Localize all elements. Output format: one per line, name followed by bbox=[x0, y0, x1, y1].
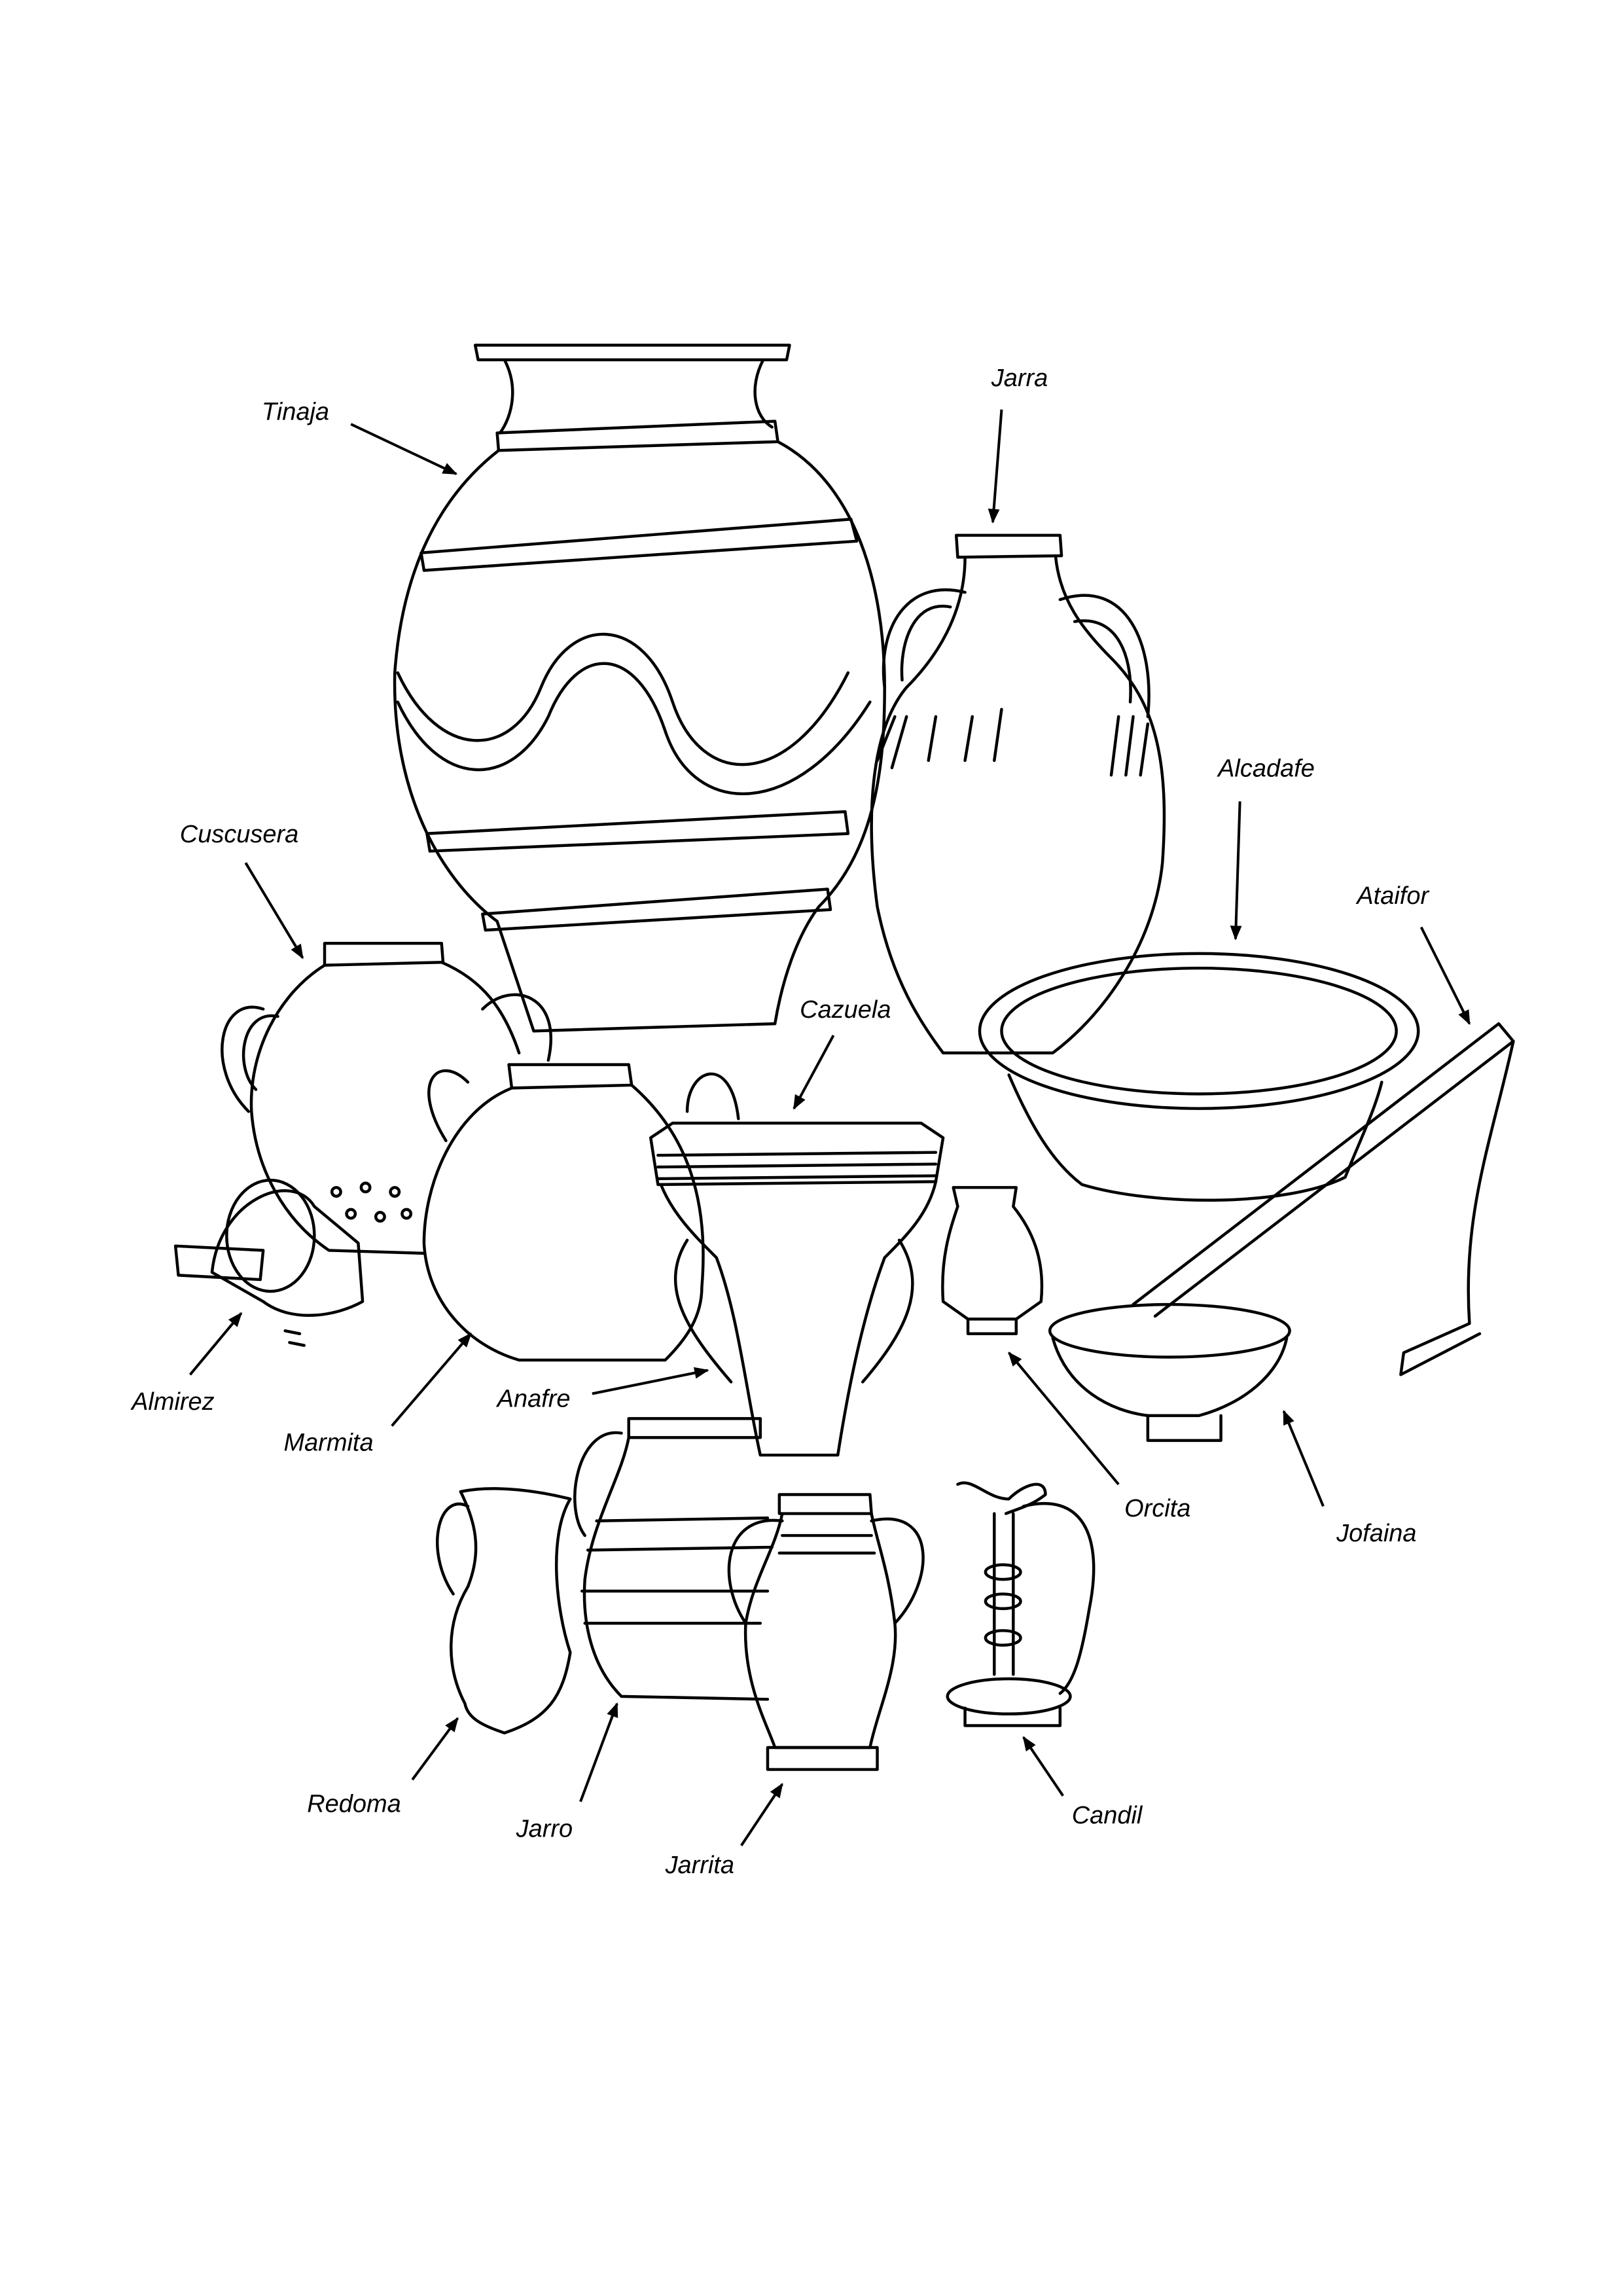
arrow-candil bbox=[1022, 1736, 1064, 1797]
cazuela-anafre-drawing bbox=[649, 1121, 945, 1457]
label-candil: Candil bbox=[1072, 1802, 1143, 1829]
ataifor-drawing bbox=[1132, 1022, 1515, 1376]
callout-arrows bbox=[188, 409, 1471, 1846]
labels: Tinaja Jarra Alcadafe Ataifor Cuscusera … bbox=[130, 365, 1429, 1879]
label-cuscusera: Cuscusera bbox=[180, 821, 298, 848]
label-alcadafe: Alcadafe bbox=[1217, 755, 1315, 783]
alcadafe-drawing bbox=[978, 952, 1420, 1202]
arrow-alcadafe bbox=[1230, 801, 1242, 941]
tinaja-drawing bbox=[393, 344, 886, 1033]
label-jarro: Jarro bbox=[516, 1815, 573, 1842]
label-anafre: Anafre bbox=[496, 1385, 571, 1412]
almirez-drawing bbox=[173, 1178, 365, 1347]
arrow-orcita bbox=[1008, 1352, 1120, 1486]
arrow-tinaja bbox=[350, 423, 458, 475]
label-jarrita: Jarrita bbox=[665, 1852, 735, 1879]
label-redoma: Redoma bbox=[307, 1790, 401, 1818]
jarrita-drawing bbox=[727, 1493, 925, 1771]
arrow-jarra bbox=[988, 409, 1003, 524]
arrow-marmita bbox=[391, 1333, 472, 1427]
label-tinaja: Tinaja bbox=[262, 398, 329, 425]
label-cazuela: Cazuela bbox=[800, 996, 891, 1024]
arrow-redoma bbox=[411, 1717, 459, 1781]
label-jarra: Jarra bbox=[991, 365, 1048, 392]
label-ataifor: Ataifor bbox=[1355, 882, 1429, 910]
jofaina-drawing bbox=[1048, 1302, 1291, 1443]
label-marmita: Marmita bbox=[283, 1429, 373, 1456]
arrow-anafre bbox=[592, 1367, 709, 1395]
arrow-almirez bbox=[188, 1312, 243, 1376]
marmita-drawing bbox=[422, 1063, 740, 1362]
candil-drawing bbox=[946, 1481, 1096, 1727]
orcita-drawing bbox=[941, 1186, 1044, 1335]
cuscusera-drawing bbox=[221, 941, 552, 1255]
label-jofaina: Jofaina bbox=[1336, 1520, 1416, 1547]
arrow-jarro bbox=[579, 1702, 618, 1803]
redoma-drawing bbox=[436, 1487, 572, 1734]
arrow-jofaina bbox=[1282, 1410, 1325, 1507]
arrow-ataifor bbox=[1419, 926, 1471, 1026]
label-orcita: Orcita bbox=[1124, 1495, 1190, 1522]
arrow-cazuela bbox=[793, 1035, 835, 1110]
arrow-cuscusera bbox=[244, 862, 304, 960]
jarro-drawing bbox=[573, 1417, 774, 1701]
label-almirez: Almirez bbox=[130, 1388, 215, 1416]
jarra-drawing bbox=[870, 533, 1166, 1055]
arrow-jarrita bbox=[740, 1783, 783, 1846]
